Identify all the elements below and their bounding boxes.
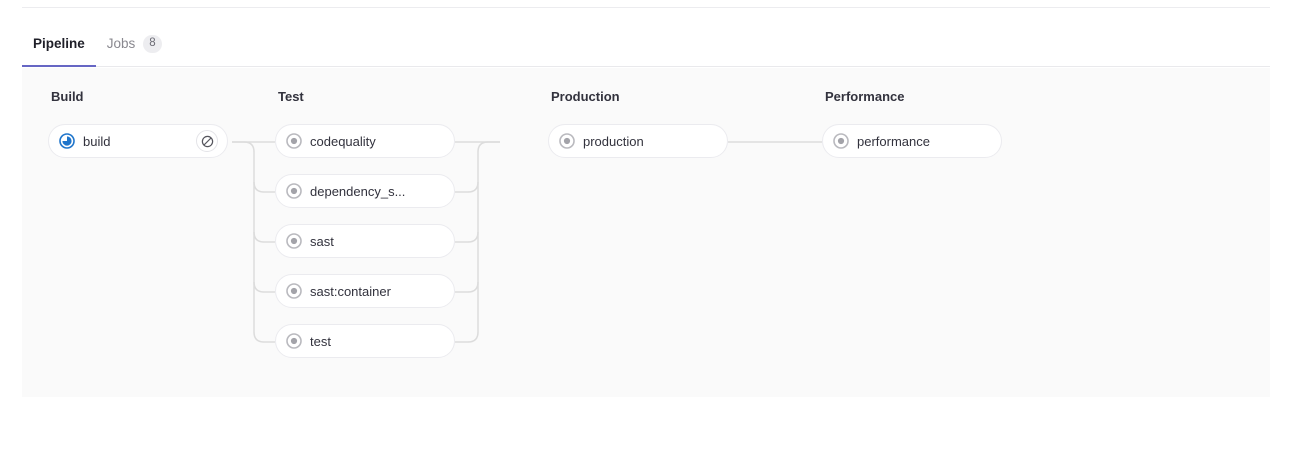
- pipeline-tab-bar: Pipeline Jobs 8: [22, 22, 1270, 67]
- stage-title-performance: Performance: [825, 89, 905, 104]
- job-name-dependency-scanning: dependency_s...: [310, 183, 406, 199]
- stage-title-test: Test: [278, 89, 304, 104]
- job-node-sast-container[interactable]: sast:container: [275, 274, 455, 308]
- pipeline-connector-lines: [232, 141, 822, 343]
- job-node-production[interactable]: production: [548, 124, 728, 158]
- status-created-icon: [286, 183, 302, 199]
- job-name-build: build: [83, 133, 111, 149]
- status-created-icon: [559, 133, 575, 149]
- status-running-icon: [59, 133, 75, 149]
- status-created-icon: [833, 133, 849, 149]
- job-name-sast: sast: [310, 233, 334, 249]
- stage-title-build: Build: [51, 89, 84, 104]
- job-node-performance[interactable]: performance: [822, 124, 1002, 158]
- job-list-performance: performance: [822, 124, 1002, 158]
- job-name-performance: performance: [857, 133, 930, 149]
- job-name-test: test: [310, 333, 331, 349]
- tab-pipeline-label: Pipeline: [33, 36, 85, 51]
- job-name-production: production: [583, 133, 644, 149]
- cancel-icon: [201, 135, 213, 147]
- pipeline-graph-canvas: Build build: [22, 68, 1270, 397]
- job-list-production: production: [548, 124, 728, 158]
- job-list-build: build: [48, 124, 228, 158]
- job-node-build[interactable]: build: [48, 124, 228, 158]
- tab-pipeline[interactable]: Pipeline: [22, 22, 96, 67]
- job-node-codequality[interactable]: codequality: [275, 124, 455, 158]
- job-name-sast-container: sast:container: [310, 283, 391, 299]
- tab-jobs-count-badge: 8: [143, 35, 162, 53]
- stage-title-production: Production: [551, 89, 620, 104]
- job-node-sast[interactable]: sast: [275, 224, 455, 258]
- tab-jobs-label: Jobs: [106, 36, 136, 51]
- cancel-job-button[interactable]: [196, 130, 218, 152]
- job-list-test: codequality dependency_s... sast: [275, 124, 455, 358]
- status-created-icon: [286, 283, 302, 299]
- status-created-icon: [286, 133, 302, 149]
- top-divider: [22, 7, 1270, 8]
- status-created-icon: [286, 333, 302, 349]
- job-node-dependency-scanning[interactable]: dependency_s...: [275, 174, 455, 208]
- status-created-icon: [286, 233, 302, 249]
- tab-jobs[interactable]: Jobs 8: [96, 22, 173, 66]
- job-node-test[interactable]: test: [275, 324, 455, 358]
- job-name-codequality: codequality: [310, 133, 376, 149]
